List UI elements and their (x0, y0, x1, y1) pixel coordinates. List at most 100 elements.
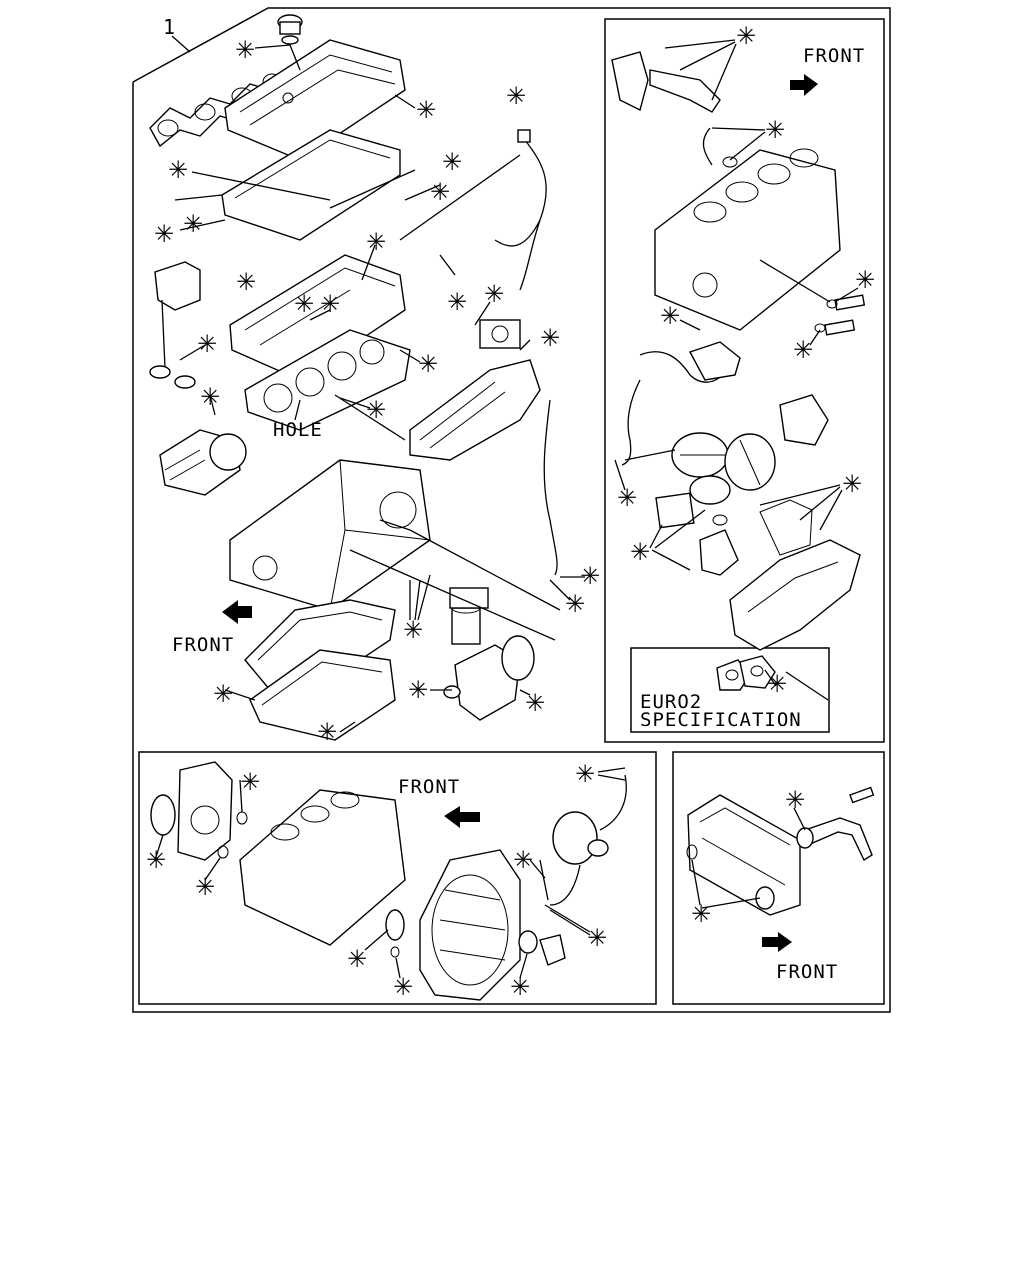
euro2-spec-box (630, 647, 830, 733)
front-arrow-main (222, 600, 252, 624)
euro2-spec-gaskets (716, 655, 777, 691)
front-label-rear: FRONT (398, 776, 460, 798)
turbo-gaskets (655, 492, 813, 556)
marker-symbol: ✳ (765, 116, 785, 144)
hole-label: HOLE (273, 419, 323, 441)
marker-symbol: ✳ (630, 538, 650, 566)
marker-symbol: ✳ (793, 336, 813, 364)
hole-leader (294, 399, 301, 421)
oil-filler-cap (277, 14, 303, 45)
marker-symbol: ✳ (197, 330, 217, 358)
marker-symbol: ✳ (200, 383, 220, 411)
side-markers: ✳ ✳ (691, 786, 805, 928)
specification-label: SPECIFICATION (640, 709, 802, 731)
euro-exhaust-manifold (729, 539, 861, 651)
rear-cover-oring (518, 930, 566, 966)
marker-symbol: ✳ (855, 266, 875, 294)
water-pipe (796, 786, 875, 862)
front-arrow-euro (790, 74, 818, 96)
marker-symbol: ✳ (366, 228, 386, 256)
marker-symbol: ✳ (540, 324, 560, 352)
marker-symbol: ✳ (195, 873, 215, 901)
front-arrow-side (762, 932, 792, 952)
marker-symbol: ✳ (418, 350, 438, 378)
egr-valve (479, 319, 521, 349)
marker-symbol: ✳ (240, 768, 260, 796)
marker-symbol: ✳ (565, 590, 585, 618)
euro2-panel-frame (604, 18, 885, 743)
front-cover (150, 761, 248, 861)
euro2-label: EURO2 (640, 691, 702, 713)
injection-pump (159, 429, 247, 496)
side-orings (686, 844, 775, 910)
euro-cylinder-block (654, 148, 841, 331)
item-number-label: 1 (163, 15, 175, 39)
front-label-main: FRONT (172, 634, 234, 656)
marker-symbol: ✳ (510, 973, 530, 1001)
rear-markers: ✳ ✳ ✳ ✳ ✳ ✳ ✳ ✳ ✳ (146, 760, 607, 1001)
marker-symbol: ✳ (785, 786, 805, 814)
euro2-spec-leader (785, 671, 829, 701)
marker-symbol: ✳ (842, 470, 862, 498)
egr-cooler-pipe (611, 51, 738, 168)
exhaust-manifold (409, 359, 541, 461)
marker-symbol: ✳ (294, 290, 314, 318)
vacuum-pump (549, 774, 627, 906)
marker-symbol: ✳ (691, 900, 711, 928)
marker-symbol: ✳ (506, 82, 526, 110)
marker-symbol: ✳ (154, 220, 174, 248)
marker-symbol: ✳ (430, 178, 450, 206)
oil-level-gauge (543, 399, 558, 576)
marker-symbol: ✳ (513, 846, 533, 874)
marker-symbol: ✳ (393, 973, 413, 1001)
head-cover-gasket (221, 129, 401, 241)
marker-symbol: ✳ (146, 846, 166, 874)
main-leader-lines (174, 44, 585, 733)
side-leaders (691, 807, 806, 909)
egr-pipe-leaders (664, 39, 766, 161)
rear-leaders (154, 767, 626, 979)
marker-symbol: ✳ (408, 676, 428, 704)
marker-symbol: ✳ (168, 156, 188, 184)
turbo-oil-pipe (621, 351, 726, 466)
rear-oil-seal (385, 909, 405, 958)
turbocharger (671, 432, 776, 505)
oil-filter (449, 587, 489, 645)
outer-frame (132, 7, 891, 1013)
marker-symbol: ✳ (213, 680, 233, 708)
marker-symbol: ✳ (587, 924, 607, 952)
front-arrow-rear (444, 806, 480, 828)
rocker-housing (229, 254, 406, 381)
marker-symbol: ✳ (575, 760, 595, 788)
marker-symbol: ✳ (317, 718, 337, 746)
marker-symbol: ✳ (525, 689, 545, 717)
euro-markers: ✳ ✳ ✳ ✳ ✳ ✳ ✳ ✳ ✳ (617, 22, 875, 698)
item-number-leader (171, 35, 191, 53)
euro-block-leaders (679, 259, 859, 346)
main-markers: ✳ ✳ ✳ ✳ ✳ ✳ ✳ ✳ ✳ ✳ ✳ ✳ ✳ ✳ ✳ ✳ ✳ ✳ ✳ ✳ … (154, 36, 600, 746)
oil-cooler (443, 635, 535, 721)
marker-symbol: ✳ (320, 290, 340, 318)
front-label-side: FRONT (776, 961, 838, 983)
marker-symbol: ✳ (366, 396, 386, 424)
marker-symbol: ✳ (235, 36, 255, 64)
marker-symbol: ✳ (736, 22, 756, 50)
oil-pan (249, 649, 396, 741)
marker-symbol: ✳ (484, 280, 504, 308)
euro-turbo-leaders (614, 449, 843, 571)
side-panel-frame (672, 751, 885, 1005)
marker-symbol: ✳ (403, 616, 423, 644)
turbo-outlet-pipe (699, 529, 739, 576)
wiring-harness (494, 129, 547, 291)
rear-panel-frame (138, 751, 657, 1005)
marker-symbol: ✳ (183, 210, 203, 238)
cylinder-head-gasket (244, 329, 411, 431)
marker-symbol: ✳ (347, 945, 367, 973)
front-label-euro: FRONT (803, 45, 865, 67)
flywheel-housing (419, 849, 521, 1001)
thermostat-housing (149, 261, 201, 389)
euro-bolts (814, 294, 866, 336)
marker-symbol: ✳ (617, 484, 637, 512)
